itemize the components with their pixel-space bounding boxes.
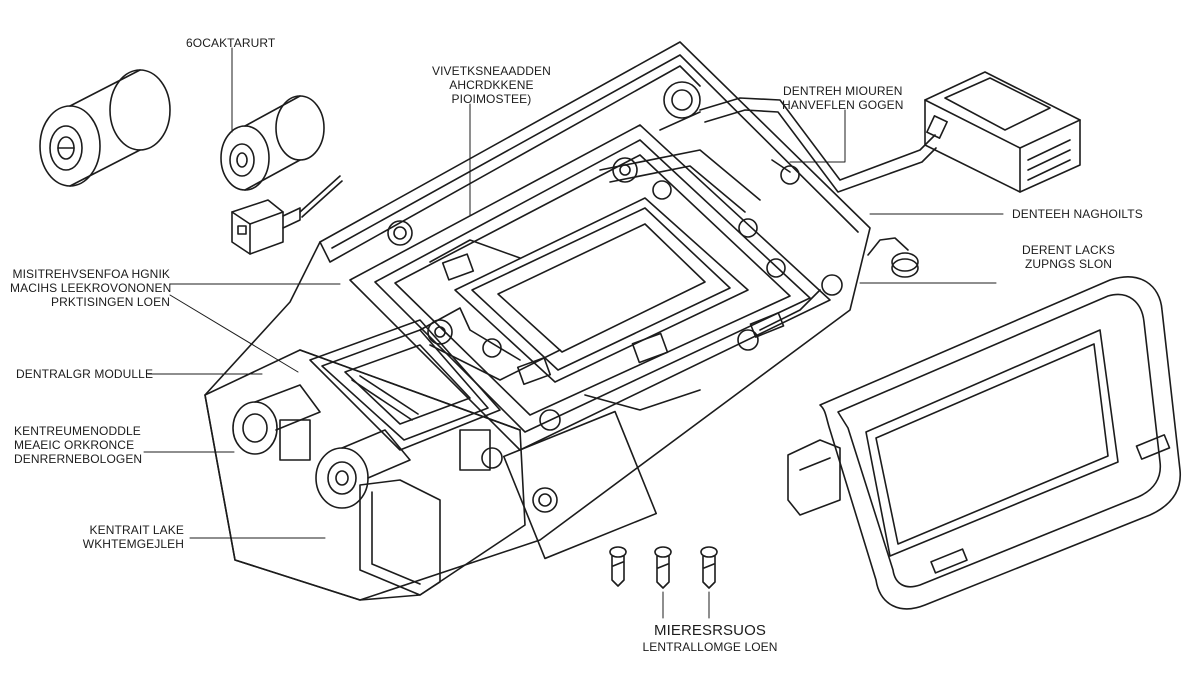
label-top-right-line1: DENTREH MIOUREN xyxy=(783,84,903,98)
label-left-1: MISITREHVSENFOA HGNIK MACIHS LEEKROVONON… xyxy=(10,267,172,309)
label-left-4: KENTRAIT LAKE WKHTEMGEJLEH xyxy=(40,523,184,551)
label-right-2: DERENT LACKS ZUPNGS SLON xyxy=(1022,243,1115,271)
main-housing xyxy=(204,41,871,601)
cylinder-cap-large xyxy=(39,69,171,187)
label-left-3-line1: KENTREUMENODDLE xyxy=(14,424,141,438)
label-right-2-line2: ZUPNGS SLON xyxy=(1024,257,1113,271)
label-left-4-line1: KENTRAIT LAKE xyxy=(89,523,184,537)
label-left-4-line2: WKHTEMGEJLEH xyxy=(82,537,184,551)
label-top-center: VIVETKSNEAADDEN AHCRDKKENE PIOIMOSTEE) xyxy=(432,64,551,106)
wire-harness xyxy=(659,97,937,278)
relay-module xyxy=(924,71,1081,193)
label-top-center-line3: PIOIMOSTEE) xyxy=(451,92,532,106)
cylinder-cap-small xyxy=(220,95,325,191)
label-left-1-line3: PRKTISINGEN LOEN xyxy=(51,295,170,309)
label-left-3: KENTREUMENODDLE MEAEIC ORKRONCE DENRERNE… xyxy=(14,424,142,466)
label-left-1-line1: MISITREHVSENFOA HGNIK xyxy=(12,267,170,281)
label-top-left: 6OCAKTARURT xyxy=(186,36,275,50)
label-left-2-text: DENTRALGR MODULLE xyxy=(16,367,154,381)
screw-set xyxy=(609,546,718,589)
label-left-1-line2: MACIHS LEEKROVONONEN xyxy=(10,281,172,295)
connector-plug xyxy=(231,175,343,255)
label-bottom-line1: MIERESRSUOS xyxy=(654,622,766,639)
label-top-center-line2: AHCRDKKENE xyxy=(449,78,534,92)
label-bottom-line2: LENTRALLOMGE LOEN xyxy=(642,640,778,654)
leader-lines xyxy=(143,47,1004,619)
label-left-3-line2: MEAEIC ORKRONCE xyxy=(14,438,135,452)
label-bottom: MIERESRSUOS LENTRALLOMGE LOEN xyxy=(600,622,820,654)
label-top-center-line1: VIVETKSNEAADDEN xyxy=(432,64,551,78)
label-right-1-text: DENTEEH NAGHOILTS xyxy=(1012,207,1143,221)
label-right-1: DENTEEH NAGHOILTS xyxy=(1012,207,1143,221)
label-right-2-line1: DERENT LACKS xyxy=(1022,243,1116,257)
label-left-3-line3: DENRERNEBOLOGEN xyxy=(14,452,143,466)
front-module xyxy=(204,319,658,601)
display-panel xyxy=(787,276,1181,610)
label-top-right-line2: HANVEFLEN GOGEN xyxy=(782,98,904,112)
label-top-right: DENTREH MIOUREN HANVEFLEN GOGEN xyxy=(782,84,904,112)
label-left-2: DENTRALGR MODULLE xyxy=(16,367,153,381)
label-top-left-text: 6OCAKTARURT xyxy=(186,36,276,50)
